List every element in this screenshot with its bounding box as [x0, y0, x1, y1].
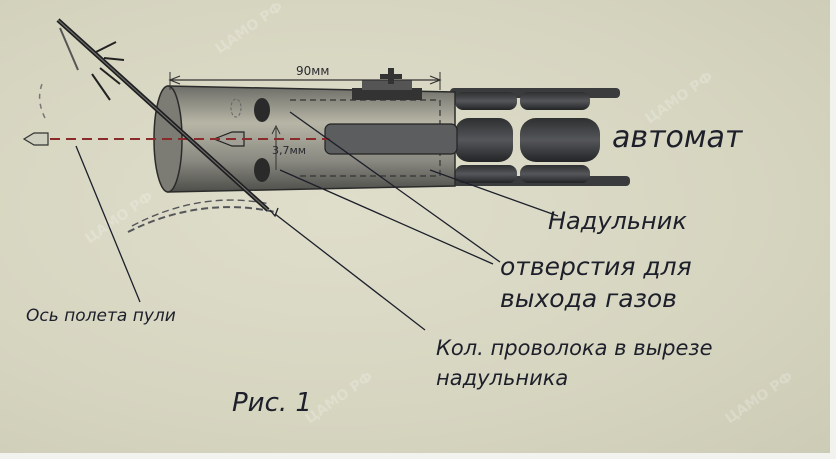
- length-dimension-label: 90мм: [296, 64, 330, 78]
- length-dimension: [168, 72, 442, 90]
- weapon-label: автомат: [612, 120, 743, 155]
- gas-hole-bottom: [254, 158, 270, 182]
- muzzle-brake: [153, 68, 458, 193]
- weapon-body: [450, 88, 630, 186]
- gas-hole-top: [254, 98, 270, 122]
- gas-holes-label-line1: отверстия для: [500, 252, 692, 281]
- page-edge: [830, 0, 836, 459]
- figure-caption: Рис. 1: [232, 388, 312, 418]
- gas-holes-label-line2: выхода газов: [500, 284, 677, 313]
- bullet-outside: [22, 132, 49, 146]
- diameter-dimension-label: 3,7мм: [272, 144, 307, 157]
- wire-label-line2: надульника: [436, 366, 569, 390]
- leader-lines: [75, 111, 559, 331]
- wire-label-line1: Кол. проволока в вырезе: [436, 336, 713, 360]
- barbed-wire: [56, 18, 270, 212]
- bullet-axis-label: Ось полета пули: [26, 306, 176, 326]
- wire-swing-arc: [127, 206, 276, 233]
- muzzle-label: Надульник: [548, 207, 687, 235]
- page-edge: [0, 453, 836, 459]
